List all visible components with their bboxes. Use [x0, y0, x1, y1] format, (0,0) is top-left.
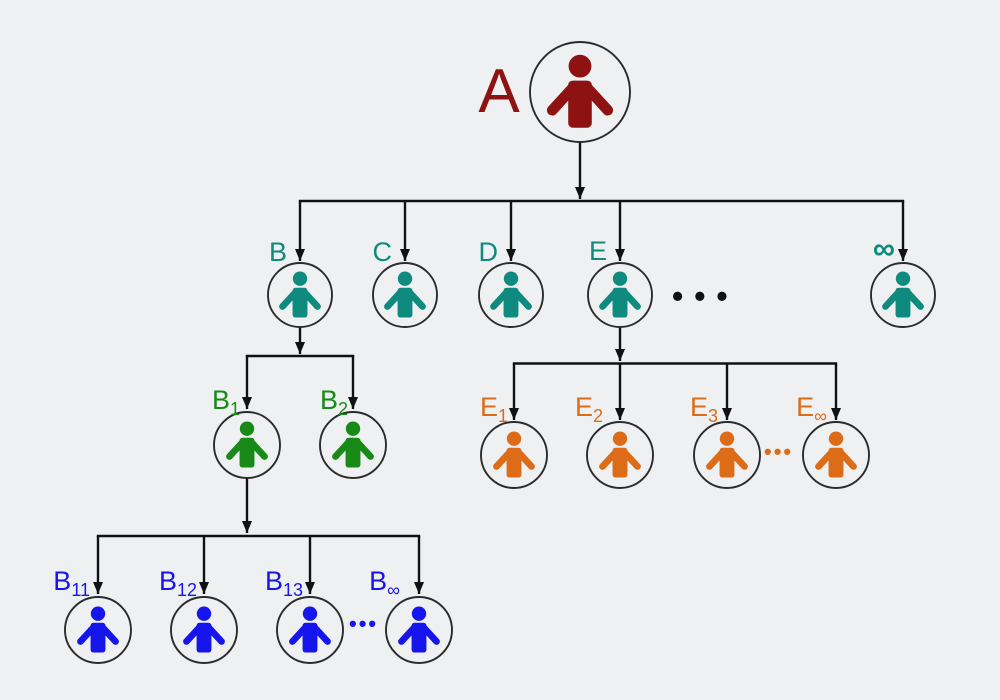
node-a-circle — [529, 41, 631, 143]
ellipsis-level2: ••• — [672, 278, 739, 314]
node-b12-circle — [170, 596, 238, 664]
node-infinity-label: ∞ — [873, 231, 895, 266]
node-b11-circle — [64, 596, 132, 664]
node-b11-label: B11 — [53, 566, 90, 600]
node-b1-circle — [213, 411, 281, 479]
node-d-circle — [478, 262, 544, 328]
node-b2-circle — [319, 411, 387, 479]
node-e1-circle — [480, 421, 548, 489]
node-b-infinity-circle — [385, 596, 453, 664]
ellipsis-branch-e: ••• — [764, 439, 793, 464]
node-b11: B11 — [53, 566, 132, 664]
node-e-infinity-label: E∞ — [796, 392, 827, 426]
node-b12-label: B12 — [159, 566, 197, 600]
node-b: B — [267, 237, 333, 328]
node-infinity-circle — [870, 262, 936, 328]
node-e1-label: E1 — [480, 392, 508, 426]
node-a: A — [478, 41, 631, 143]
node-infinity: ∞ — [870, 231, 936, 328]
ellipsis-branch-b1: ••• — [349, 611, 378, 636]
node-e-infinity-circle — [802, 421, 870, 489]
node-e3-circle — [693, 421, 761, 489]
tree-edges — [93, 142, 908, 594]
node-b1: B1 — [212, 385, 281, 479]
node-d: D — [478, 237, 544, 328]
node-b-infinity: B∞ — [369, 566, 453, 664]
node-b13-label: B13 — [265, 566, 303, 600]
node-b2: B2 — [319, 385, 387, 479]
node-e-infinity: E∞ — [796, 392, 870, 489]
node-b-infinity-label: B∞ — [369, 566, 400, 600]
node-c-label: C — [373, 237, 393, 267]
node-c-circle — [372, 262, 438, 328]
node-e: E — [587, 236, 653, 328]
node-e2: E2 — [575, 392, 654, 489]
node-a-label: A — [478, 57, 520, 126]
node-e2-circle — [586, 421, 654, 489]
node-b-circle — [267, 262, 333, 328]
node-b13-circle — [276, 596, 344, 664]
node-e-label: E — [589, 236, 607, 266]
node-e1: E1 — [480, 392, 548, 489]
node-b12: B12 — [159, 566, 238, 664]
node-b2-label: B2 — [320, 385, 348, 419]
node-e3: E3 — [690, 392, 761, 489]
node-b-label: B — [269, 237, 287, 267]
node-e3-label: E3 — [690, 392, 718, 426]
node-e-circle — [587, 262, 653, 328]
node-e2-label: E2 — [575, 392, 603, 426]
node-b1-label: B1 — [212, 385, 240, 419]
node-c: C — [372, 237, 438, 328]
node-b13: B13 — [265, 566, 344, 664]
node-d-label: D — [479, 237, 499, 267]
